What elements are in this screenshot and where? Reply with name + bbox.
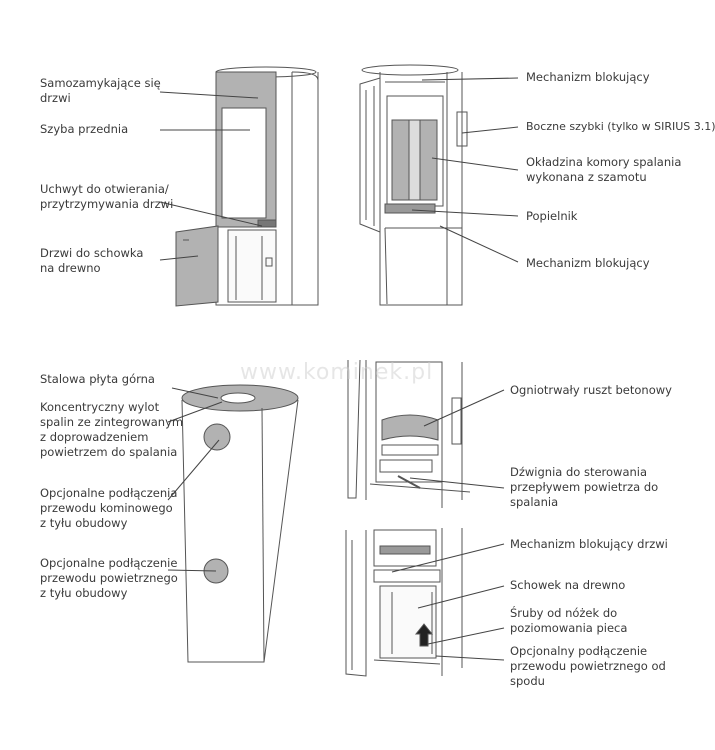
label-locking-mechanism-bottom: Mechanizm blokujący (526, 256, 650, 270)
label-side-glass: Boczne szybki (tylko w SIRIUS 3.1) (526, 120, 715, 133)
label-wood-store: Schowek na drewno (510, 578, 626, 592)
stove-front-open (359, 64, 468, 306)
stove-rear (181, 384, 299, 663)
label-door-handle: Uchwyt do otwierania/przytrzymywania drz… (40, 182, 174, 211)
stove-interior-top (347, 359, 471, 508)
label-door-lock: Mechanizm blokujący drzwi (510, 537, 668, 551)
label-refractory-grate: Ogniotrwały ruszt betonowy (510, 383, 672, 397)
leader-lines (159, 77, 519, 661)
stove-interior-bottom (345, 528, 463, 677)
stove-front-closed (175, 66, 319, 307)
label-front-glass: Szyba przednia (40, 122, 129, 136)
watermark: www.kominek.pl (240, 360, 434, 385)
label-locking-mechanism-top: Mechanizm blokujący (526, 70, 650, 84)
label-steel-top-plate: Stalowa płyta górna (40, 372, 155, 386)
label-ash-pan: Popielnik (526, 209, 578, 223)
